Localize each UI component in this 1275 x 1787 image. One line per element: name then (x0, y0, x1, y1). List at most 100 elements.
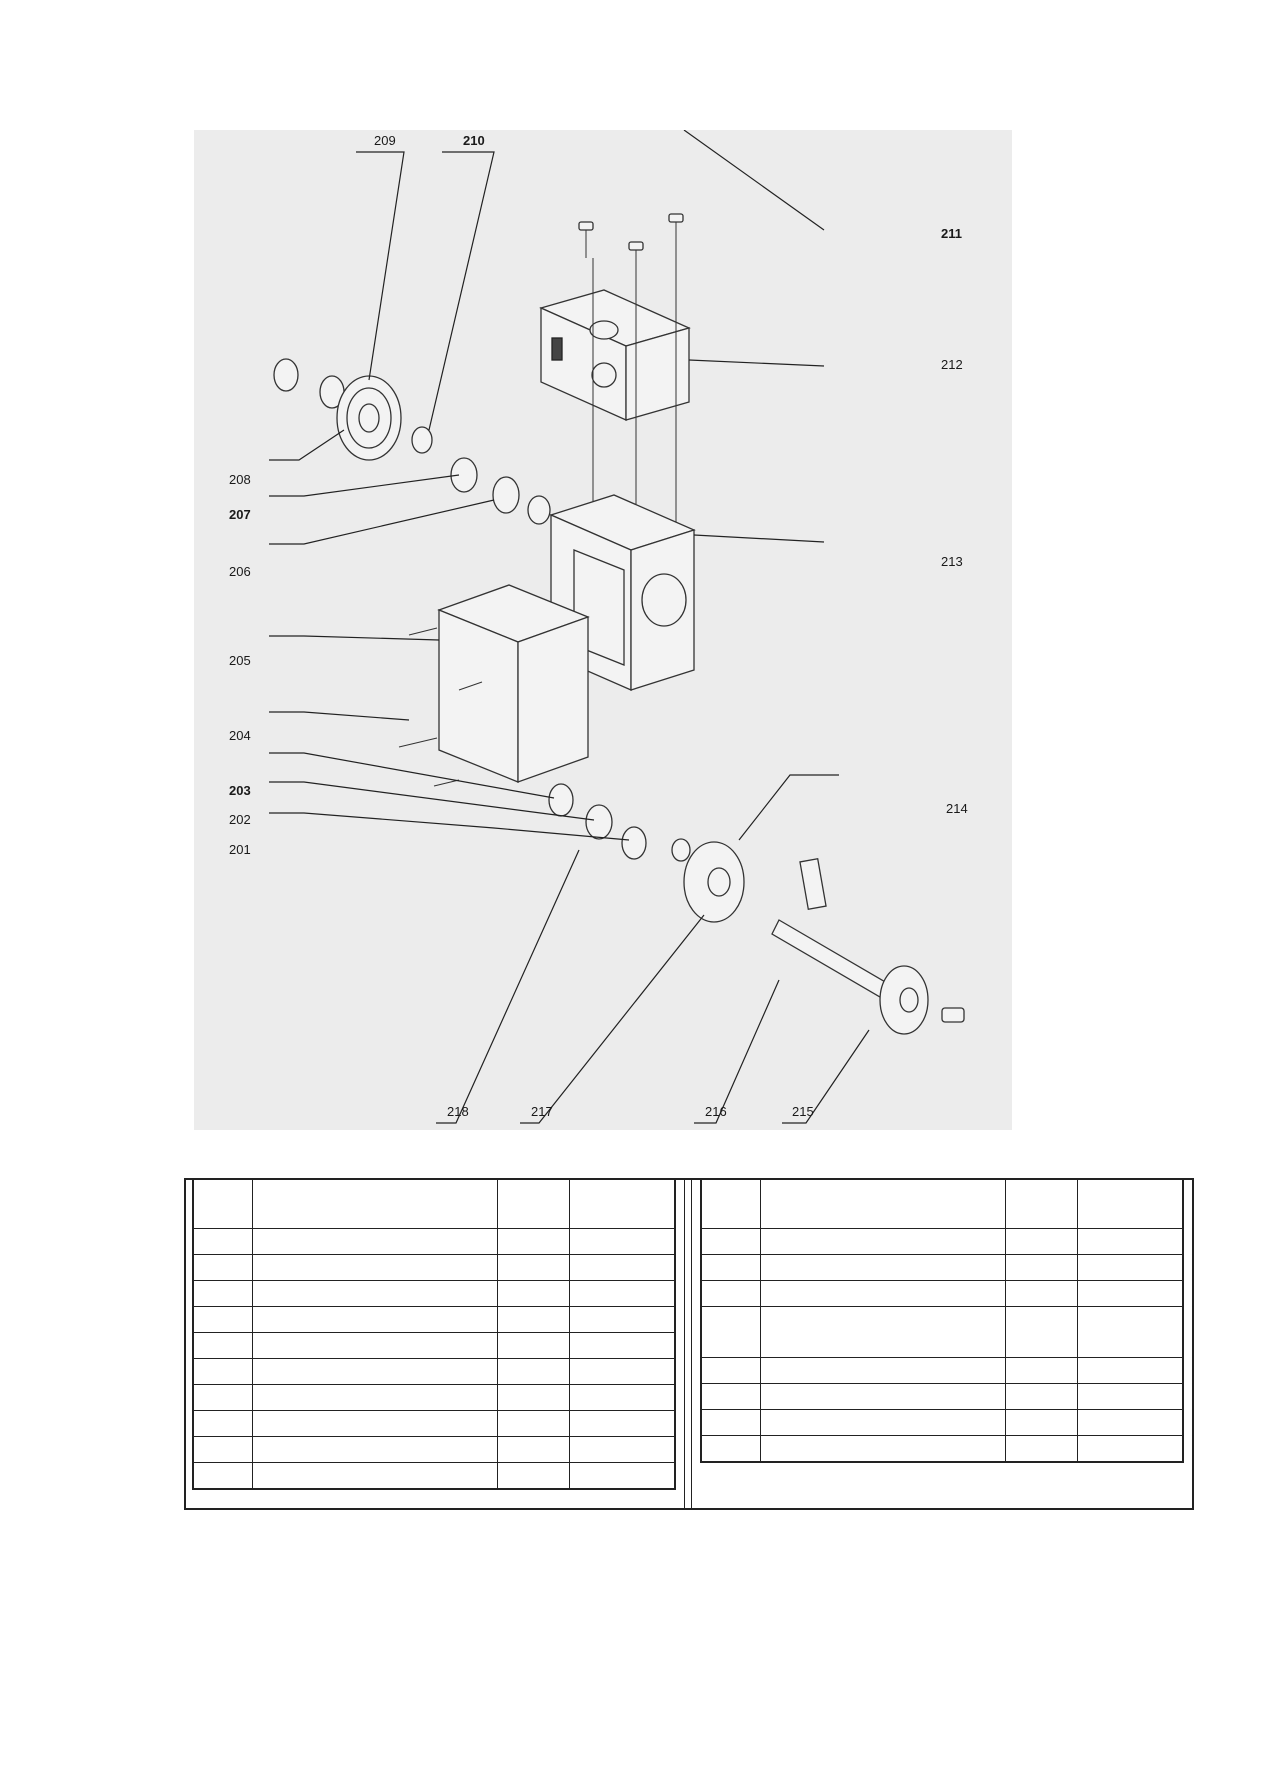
table-row (700, 1254, 1184, 1281)
table-cell (252, 1254, 499, 1281)
exploded-view-drawing: 209 210 211 212 208 207 206 213 205 204 … (194, 130, 1012, 1130)
table-cell (1005, 1409, 1078, 1436)
table-cell (497, 1332, 570, 1359)
table-cell (1076, 1280, 1184, 1307)
table-cell (252, 1306, 499, 1333)
table-cell (192, 1228, 254, 1255)
table-cell (1076, 1435, 1184, 1463)
header-cell (192, 1178, 254, 1229)
screws-204 (398, 627, 483, 787)
table-row (192, 1410, 676, 1437)
table-cell (700, 1435, 762, 1463)
switch-box-212 (539, 289, 691, 422)
cover-205 (437, 584, 590, 783)
callout-217: 217 (531, 1104, 553, 1119)
callout-203: 203 (229, 783, 251, 798)
table-cell (497, 1462, 570, 1490)
table-cell (497, 1280, 570, 1307)
table-cell (760, 1280, 1007, 1307)
table-cell (568, 1254, 676, 1281)
table-cell (252, 1280, 499, 1307)
table-row (700, 1357, 1184, 1384)
table-cell (1076, 1409, 1184, 1436)
callout-216: 216 (705, 1104, 727, 1119)
table-cell (700, 1383, 762, 1410)
table-cell (252, 1384, 499, 1411)
table-cell (192, 1306, 254, 1333)
pulley-assembly (273, 358, 551, 525)
callout-210: 210 (463, 133, 485, 148)
callout-213: 213 (941, 554, 963, 569)
table-cell (700, 1306, 762, 1358)
table-cell (760, 1254, 1007, 1281)
table-row (700, 1306, 1184, 1358)
table-cell (252, 1358, 499, 1385)
table-cell (760, 1435, 1007, 1463)
callout-202: 202 (229, 812, 251, 827)
table-cell (497, 1436, 570, 1463)
table-cell (1076, 1306, 1184, 1358)
table-row (192, 1384, 676, 1411)
header-cell (497, 1178, 570, 1229)
table-cell (760, 1383, 1007, 1410)
table-cell (568, 1332, 676, 1359)
table-cell (192, 1332, 254, 1359)
table-cell (192, 1436, 254, 1463)
table-row (192, 1254, 676, 1281)
table-cell (252, 1410, 499, 1437)
table-cell (1005, 1357, 1078, 1384)
header-cell (760, 1178, 1007, 1229)
table-cell (192, 1384, 254, 1411)
shaft-216 (771, 858, 965, 1035)
callout-212: 212 (941, 357, 963, 372)
table-cell (497, 1358, 570, 1385)
table-cell (192, 1280, 254, 1307)
table-cell (1076, 1383, 1184, 1410)
table-cell (1005, 1435, 1078, 1463)
callout-209: 209 (374, 133, 396, 148)
table-row (700, 1409, 1184, 1436)
table-cell (497, 1254, 570, 1281)
table-cell (568, 1384, 676, 1411)
callout-207: 207 (229, 507, 251, 522)
table-row (192, 1280, 676, 1307)
table-row (700, 1383, 1184, 1410)
header-cell (1005, 1178, 1078, 1229)
table-cell (568, 1280, 676, 1307)
header-cell (568, 1178, 676, 1229)
table-cell (252, 1228, 499, 1255)
table-cell (252, 1436, 499, 1463)
table-cell (252, 1332, 499, 1359)
table-header-row (700, 1178, 1184, 1229)
table-row (192, 1332, 676, 1359)
table-cell (1005, 1383, 1078, 1410)
table-cell (700, 1357, 762, 1384)
table-cell (700, 1280, 762, 1307)
table-cell (192, 1462, 254, 1490)
header-cell (252, 1178, 499, 1229)
callout-201: 201 (229, 842, 251, 857)
table-row (192, 1228, 676, 1255)
table-cell (700, 1409, 762, 1436)
table-row (700, 1280, 1184, 1307)
callout-204: 204 (229, 728, 251, 743)
table-cell (568, 1358, 676, 1385)
table-row (192, 1306, 676, 1333)
table-cell (192, 1410, 254, 1437)
callout-208: 208 (229, 472, 251, 487)
header-cell (1076, 1178, 1184, 1229)
table-cell (1005, 1306, 1078, 1358)
parts-table-right (700, 1178, 1184, 1463)
parts-list-frame (184, 1178, 1194, 1510)
table-cell (1076, 1357, 1184, 1384)
table-cell (760, 1228, 1007, 1255)
table-row (192, 1358, 676, 1385)
table-cell (760, 1409, 1007, 1436)
table-row (192, 1462, 676, 1490)
table-cell (700, 1228, 762, 1255)
table-cell (497, 1228, 570, 1255)
lower-bearings (548, 783, 691, 862)
callout-215: 215 (792, 1104, 814, 1119)
parts-list-divider (684, 1178, 692, 1510)
callout-211: 211 (941, 226, 962, 241)
